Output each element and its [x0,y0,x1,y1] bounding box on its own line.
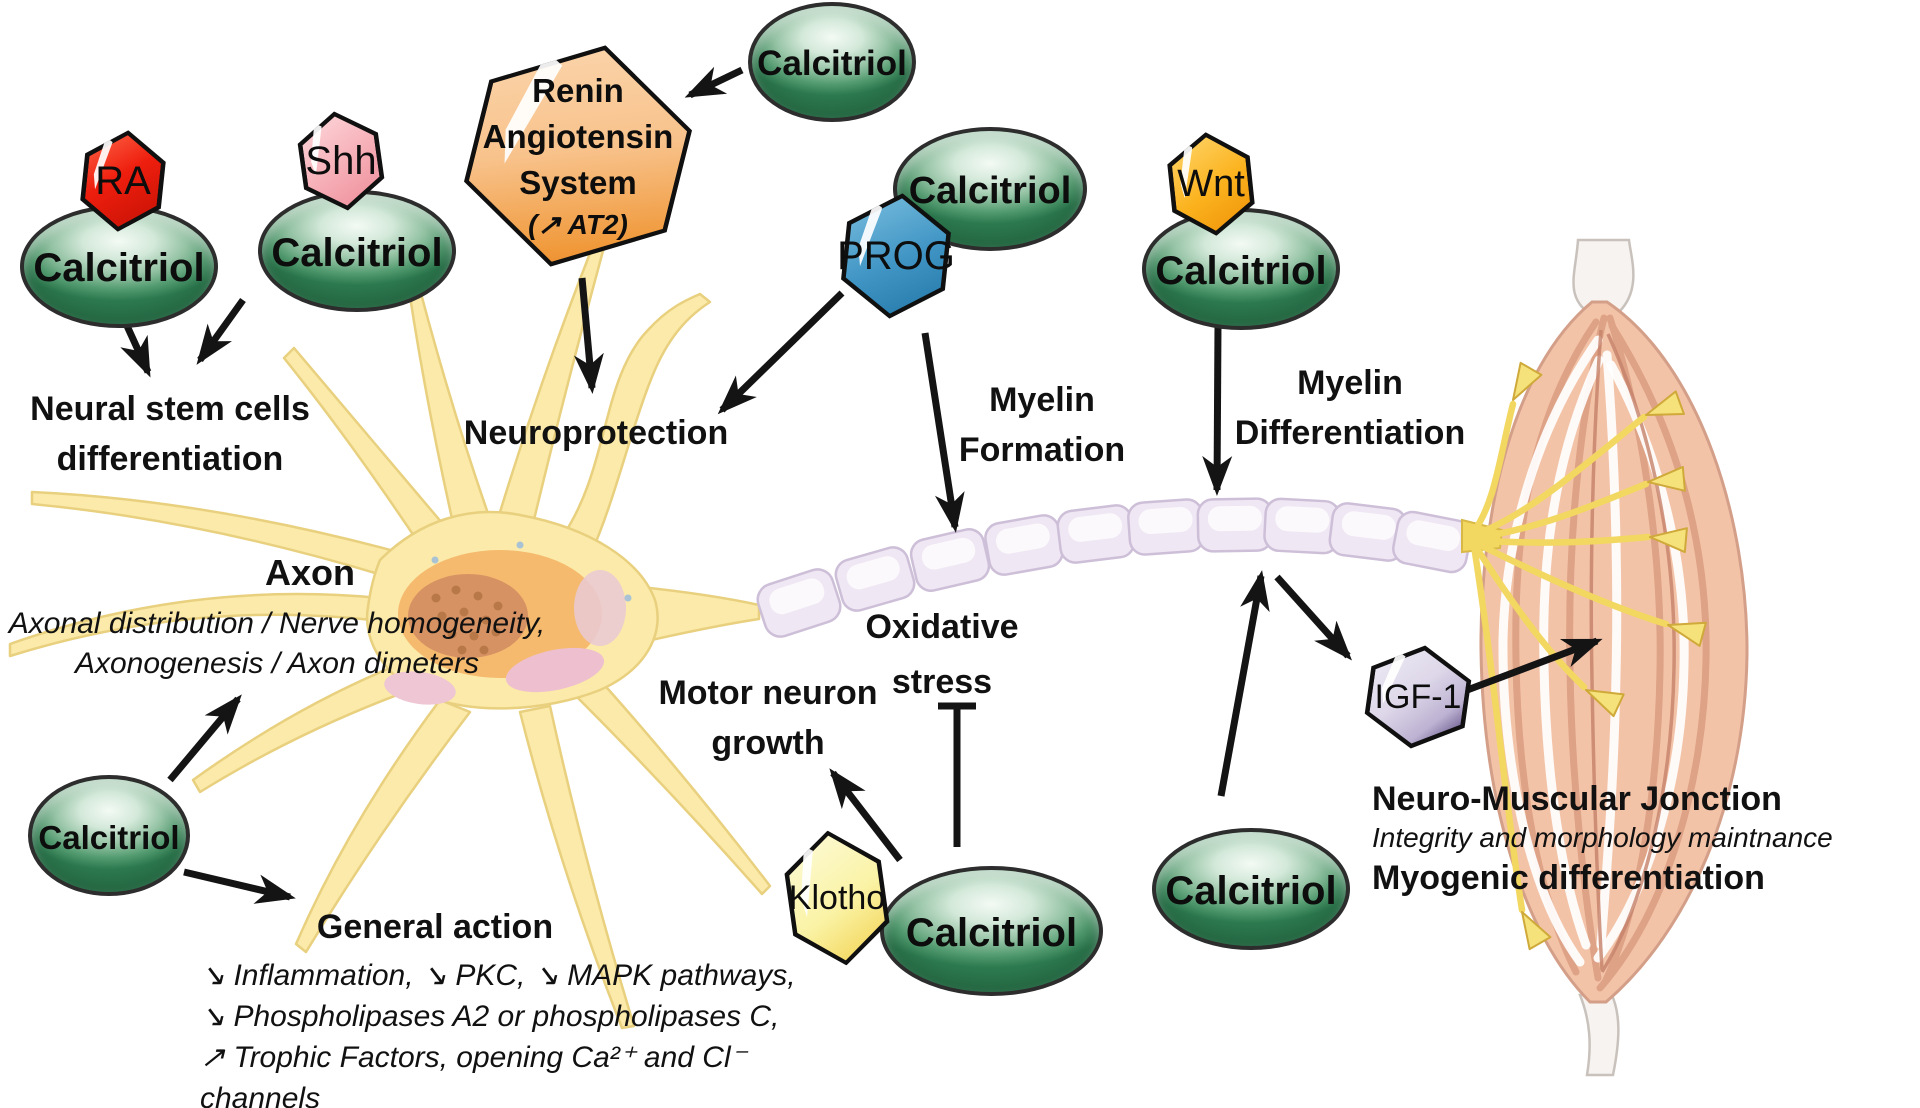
arrow-renin-to-neuroprotection [573,277,604,394]
prog-badge: PROG [838,193,954,319]
motor-neuron-line1: Motor neuron [658,674,878,712]
general-action-line3: ↗ Trophic Factors, opening Ca²⁺ and Cl⁻ [200,1041,747,1074]
neural-stem-line2: differentiation [56,440,284,478]
wnt-badge: Wnt [1165,132,1257,236]
general-action-title: General action [316,908,554,946]
klotho-badge: Klotho [783,830,891,966]
calcitriol-oval-prog: Calcitriol [893,127,1087,251]
neural-stem-cells-label: Neural stem cells differentiation [30,384,310,484]
calcitriol-label: Calcitriol [905,910,1078,955]
oxidative-line1: Oxidative [865,608,1019,646]
axon-title: Axon [265,552,355,593]
axon-subtitle-line2: Axonogenesis / Axon dimeters [74,647,480,680]
nmj-subtitle: Integrity and morphology maintnance [1372,822,1833,853]
arrow-calcitriol-to-renin [684,66,744,99]
myelin-differentiation-line1: Myelin [1297,364,1403,402]
arrow-igf1-to-muscle [1460,637,1603,696]
calcitriol-oval-klotho: Calcitriol [880,866,1103,996]
klotho-label: Klotho [788,878,886,917]
renin-line3: System [519,164,637,201]
oxidative-stress-label: Oxidative stress [865,600,1018,710]
nmj-title: Neuro-Muscular Jonction [1372,780,1782,818]
myelin-formation-label: Myelin Formation [959,375,1125,475]
oxidative-line2: stress [891,663,993,701]
myelin-differentiation-label: Myelin Differentiation [1235,358,1465,458]
general-action-line2: ↘ Phospholipases A2 or phospholipases C, [200,1000,780,1033]
arrow-prog-to-myelin [921,332,965,533]
igf1-badge: IGF-1 [1362,645,1474,749]
renin-line4: (↗ AT2) [528,209,628,240]
motor-neuron-growth-label: Motor neuron growth [658,668,877,768]
prog-label: PROG [837,233,955,278]
calcitriol-label: Calcitriol [1155,248,1327,293]
nerve-branches-illustration [1461,361,1707,951]
calcitriol-label: Calcitriol [38,818,180,856]
myelin-formation-line1: Myelin [989,381,1095,419]
myelin-formation-line2: Formation [958,431,1126,469]
arrow-prog-to-neuroprotection [717,290,845,415]
axon-subtitle: Axonal distribution / Nerve homogeneity,… [9,604,545,684]
calcitriol-label: Calcitriol [908,169,1072,212]
calcitriol-label: Calcitriol [271,230,443,275]
renin-line1: Renin [532,72,624,109]
motor-neuron-line2: growth [711,724,825,762]
shh-label: Shh [305,138,377,183]
arrow-calcitriol-to-axon [167,694,242,783]
shh-badge: Shh [296,111,386,211]
arrow-klotho-to-motor-neuron-growth [829,768,903,863]
general-action-line4: channels [200,1082,321,1108]
arrow-wnt-calcitriol-to-myelin [1202,323,1233,496]
neuron-nucleus-illustration [384,541,632,705]
myelin-sheath-illustration [756,497,1472,638]
myogenic-differentiation-label: Myogenic differentiation [1372,859,1765,897]
arrow-calcitriol-to-axon-terminal [1217,570,1270,797]
renin-angiotensin-badge: Renin Angiotensin System (↗ AT2) [462,42,694,270]
calcitriol-label: Calcitriol [33,246,205,290]
arrow-axon-to-igf1 [1274,574,1353,661]
igf1-label: IGF-1 [1374,677,1462,716]
general-action-line1: ↘ Inflammation, ↘ PKC, ↘ MAPK pathways, [200,959,796,992]
ra-badge: RA [78,130,168,232]
myelin-differentiation-line2: Differentiation [1234,414,1466,452]
calcitriol-label: Calcitriol [1165,868,1337,913]
renin-line2: Angiotensin [482,118,674,155]
neural-stem-line1: Neural stem cells [30,390,310,428]
flow-arrows [119,66,1603,904]
axon-subtitle-line1: Axonal distribution / Nerve homogeneity, [8,607,546,640]
renin-label-block: Renin Angiotensin System (↗ AT2) [462,42,694,270]
calcitriol-oval-top: Calcitriol [748,2,916,122]
wnt-label: Wnt [1177,162,1245,205]
arrow-calcitriol-to-general-action [183,868,296,904]
calcitriol-oval-shh: Calcitriol [258,190,456,312]
ra-label: RA [95,158,151,203]
neuromuscular-junction-block: Neuro-Muscular Jonction Integrity and mo… [1372,780,1833,898]
neuroprotection-label: Neuroprotection [463,414,729,452]
calcitriol-oval-left: Calcitriol [28,775,190,896]
calcitriol-label: Calcitriol [757,44,907,83]
calcitriol-oval-bottom-right: Calcitriol [1152,828,1350,950]
arrow-shh-calcitriol-to-neural-stem [196,297,246,365]
general-action-list: ↘ Inflammation, ↘ PKC, ↘ MAPK pathways, … [200,955,796,1108]
